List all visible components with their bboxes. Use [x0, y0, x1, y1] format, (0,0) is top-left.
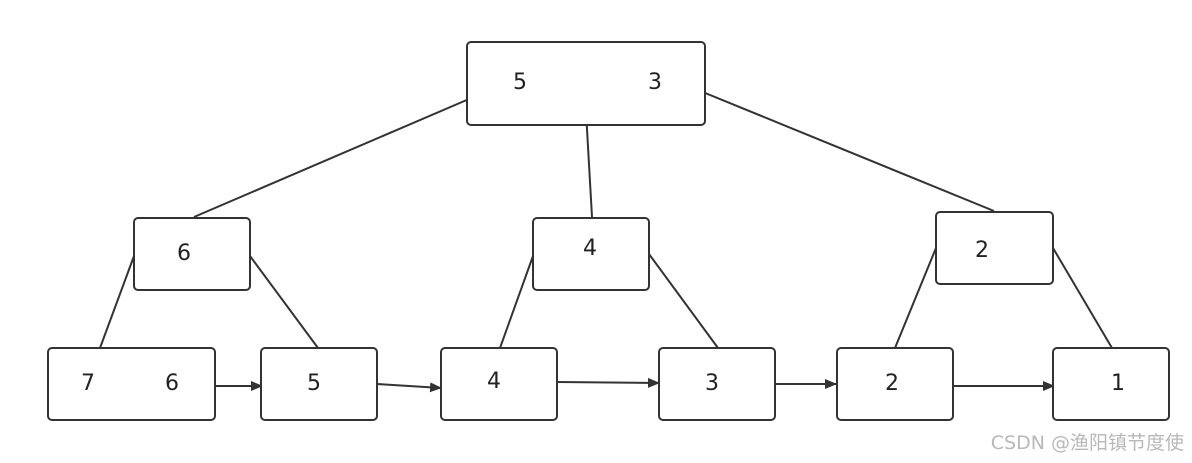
- leaf-key: 5: [307, 371, 321, 396]
- leaf-node: 2: [836, 347, 954, 421]
- leaf-link-arrows: [215, 377, 1055, 393]
- internal-node: 2: [935, 211, 1054, 285]
- leaf-node-box: [47, 347, 216, 421]
- root-key: 5: [513, 70, 527, 95]
- leaf-key: 2: [885, 371, 899, 396]
- leaf-node-box: [440, 347, 558, 421]
- leaf-node-box: [836, 347, 954, 421]
- leaf-key: 6: [165, 371, 179, 396]
- edge-node-2-to-leaf-2: [894, 247, 937, 349]
- leaf-node: 7 6: [47, 347, 216, 421]
- leaf-node-box: [1052, 347, 1170, 421]
- internal-node-box: [532, 217, 650, 291]
- leaf-key: 4: [487, 369, 501, 394]
- edge-node-4-to-leaf-4: [499, 255, 534, 349]
- root-node: 5 3: [466, 41, 706, 126]
- root-key: 3: [648, 70, 662, 95]
- leaf-key: 3: [705, 371, 719, 396]
- leaf-link-arrow: [556, 377, 660, 388]
- leaf-link-arrow: [376, 382, 442, 393]
- leaf-key: 1: [1111, 371, 1125, 396]
- leaf-node-box: [658, 347, 776, 421]
- internal-node: 6: [133, 217, 251, 291]
- root-node-box: [466, 41, 706, 126]
- leaf-node-box: [260, 347, 378, 421]
- tree-edges: [99, 85, 1113, 349]
- edge-node-2-to-leaf-1: [1052, 247, 1113, 349]
- leaf-node: 1: [1052, 347, 1170, 421]
- leaf-key: 7: [81, 371, 95, 396]
- leaf-node: 5: [260, 347, 378, 421]
- watermark-text: CSDN @渔阳镇节度使: [990, 432, 1184, 454]
- internal-node: 4: [532, 217, 650, 291]
- internal-key: 6: [177, 241, 191, 266]
- edge-node-4-to-leaf-3: [648, 253, 719, 349]
- edge-root-to-node-2: [687, 85, 995, 212]
- edge-root-to-node-6: [193, 89, 491, 218]
- internal-key: 2: [975, 238, 989, 263]
- internal-key: 4: [583, 236, 597, 261]
- edge-node-6-to-leaf-7-6: [99, 255, 135, 349]
- edge-node-6-to-leaf-5: [249, 255, 319, 349]
- internal-node-box: [133, 217, 251, 291]
- leaf-node: 3: [658, 347, 776, 421]
- leaf-node: 4: [440, 347, 558, 421]
- internal-node-box: [935, 211, 1054, 285]
